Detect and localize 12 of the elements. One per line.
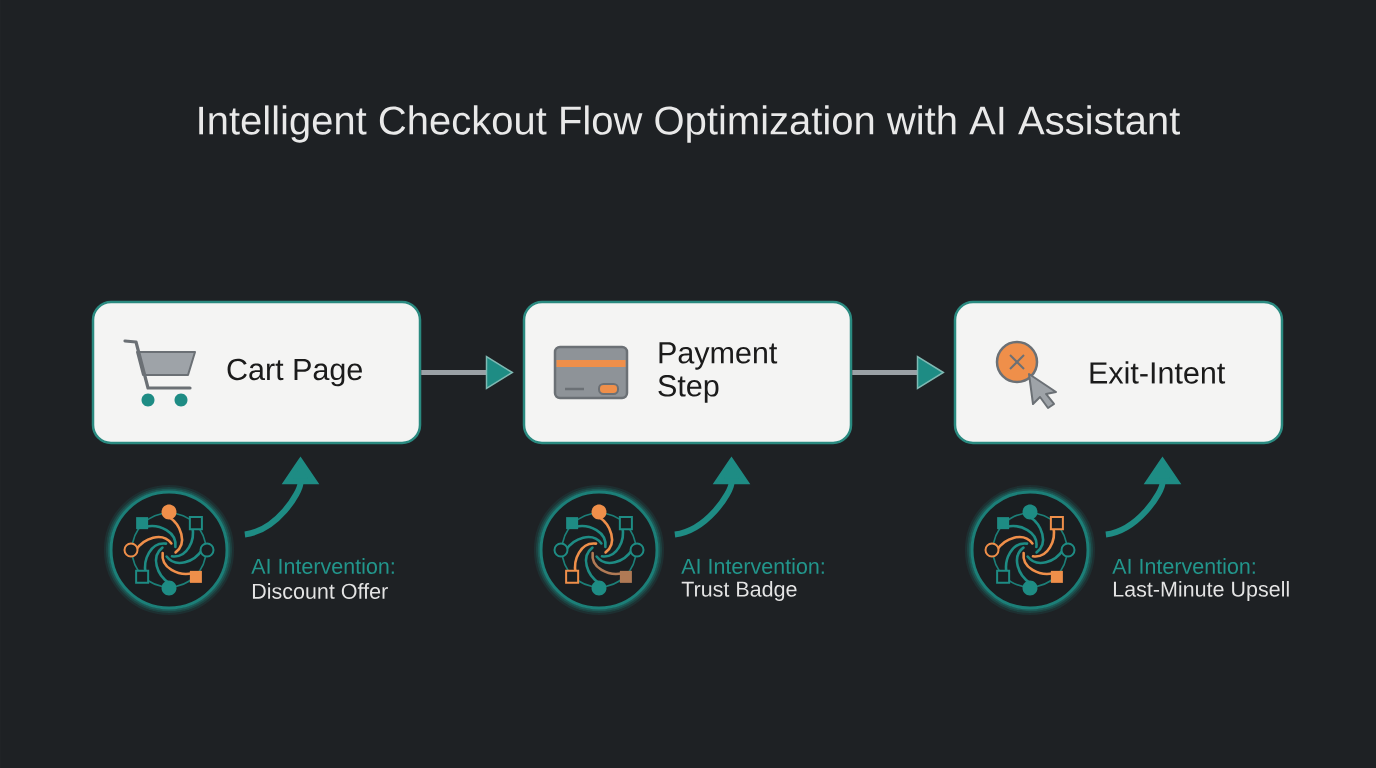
ai-caption: Discount Offer xyxy=(252,583,388,599)
title: Intelligent Checkout Flow Optimization with AI Assistant xyxy=(199,105,1180,143)
ai-label: AI Intervention: xyxy=(681,558,824,574)
arrow xyxy=(852,355,945,390)
step-box: Payment Step xyxy=(522,300,853,445)
ai-caption: Last-Minute Upsell xyxy=(1113,581,1289,601)
ai-label: AI Intervention: xyxy=(1112,558,1255,574)
step-box: Cart Page xyxy=(91,300,422,445)
ai-label: AI Intervention: xyxy=(251,558,394,574)
ai-caption: Trust Badge xyxy=(681,581,797,601)
arrow xyxy=(421,355,514,390)
step-box: Exit-Intent xyxy=(953,300,1284,445)
